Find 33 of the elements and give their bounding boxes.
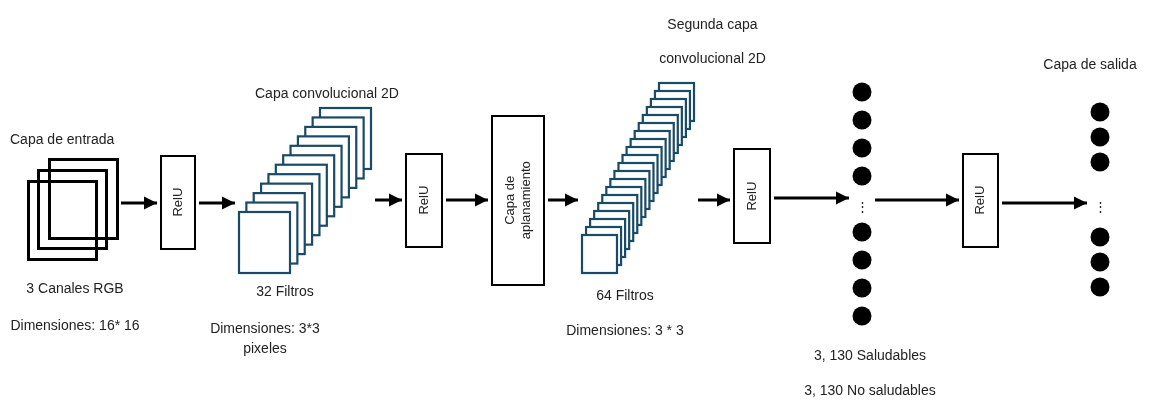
layer-box [405, 153, 443, 248]
layer-label: Capa de aplanamiento [501, 161, 534, 240]
layer-label: RelU [743, 181, 760, 211]
arrow [548, 193, 578, 207]
layer-caption: Dimensiones: 3 * 3 [565, 321, 685, 340]
arrow [774, 191, 849, 205]
arrow [698, 193, 730, 207]
arrow [199, 196, 235, 210]
layer-caption: 64 Filtros [595, 286, 655, 305]
layer-box [962, 153, 999, 248]
layer-label: RelU [415, 186, 432, 215]
layer-title: Capa convolucional 2D [255, 84, 399, 103]
arrow [375, 193, 402, 207]
layer-title: Segunda capa convolucional 2D [658, 15, 767, 68]
layer-box [160, 155, 196, 250]
layer-caption: 3, 130 No saludables [803, 381, 937, 400]
ellipsis: ⋮ [1092, 200, 1108, 213]
layer-caption: Dimensiones: 16* 16 [10, 316, 140, 335]
arrow [446, 193, 488, 207]
layer-caption: 32 Filtros [255, 282, 315, 301]
layer-label: RelU [169, 188, 186, 217]
layer-caption: 3 Canales RGB [25, 279, 125, 298]
layer-box [733, 148, 771, 244]
ellipsis: ⋮ [854, 200, 870, 213]
arrow [875, 193, 959, 207]
layer-title: Capa de salida [1042, 55, 1138, 74]
layer-caption: Dimensiones: 3*3 pixeles [209, 319, 321, 359]
layer-caption: 3, 130 Saludables [812, 346, 928, 365]
layer-title: Capa de entrada [10, 130, 115, 149]
layer-label: RelU [972, 186, 989, 215]
layer-box [491, 115, 545, 286]
arrow [121, 196, 157, 210]
arrow [1002, 196, 1087, 210]
